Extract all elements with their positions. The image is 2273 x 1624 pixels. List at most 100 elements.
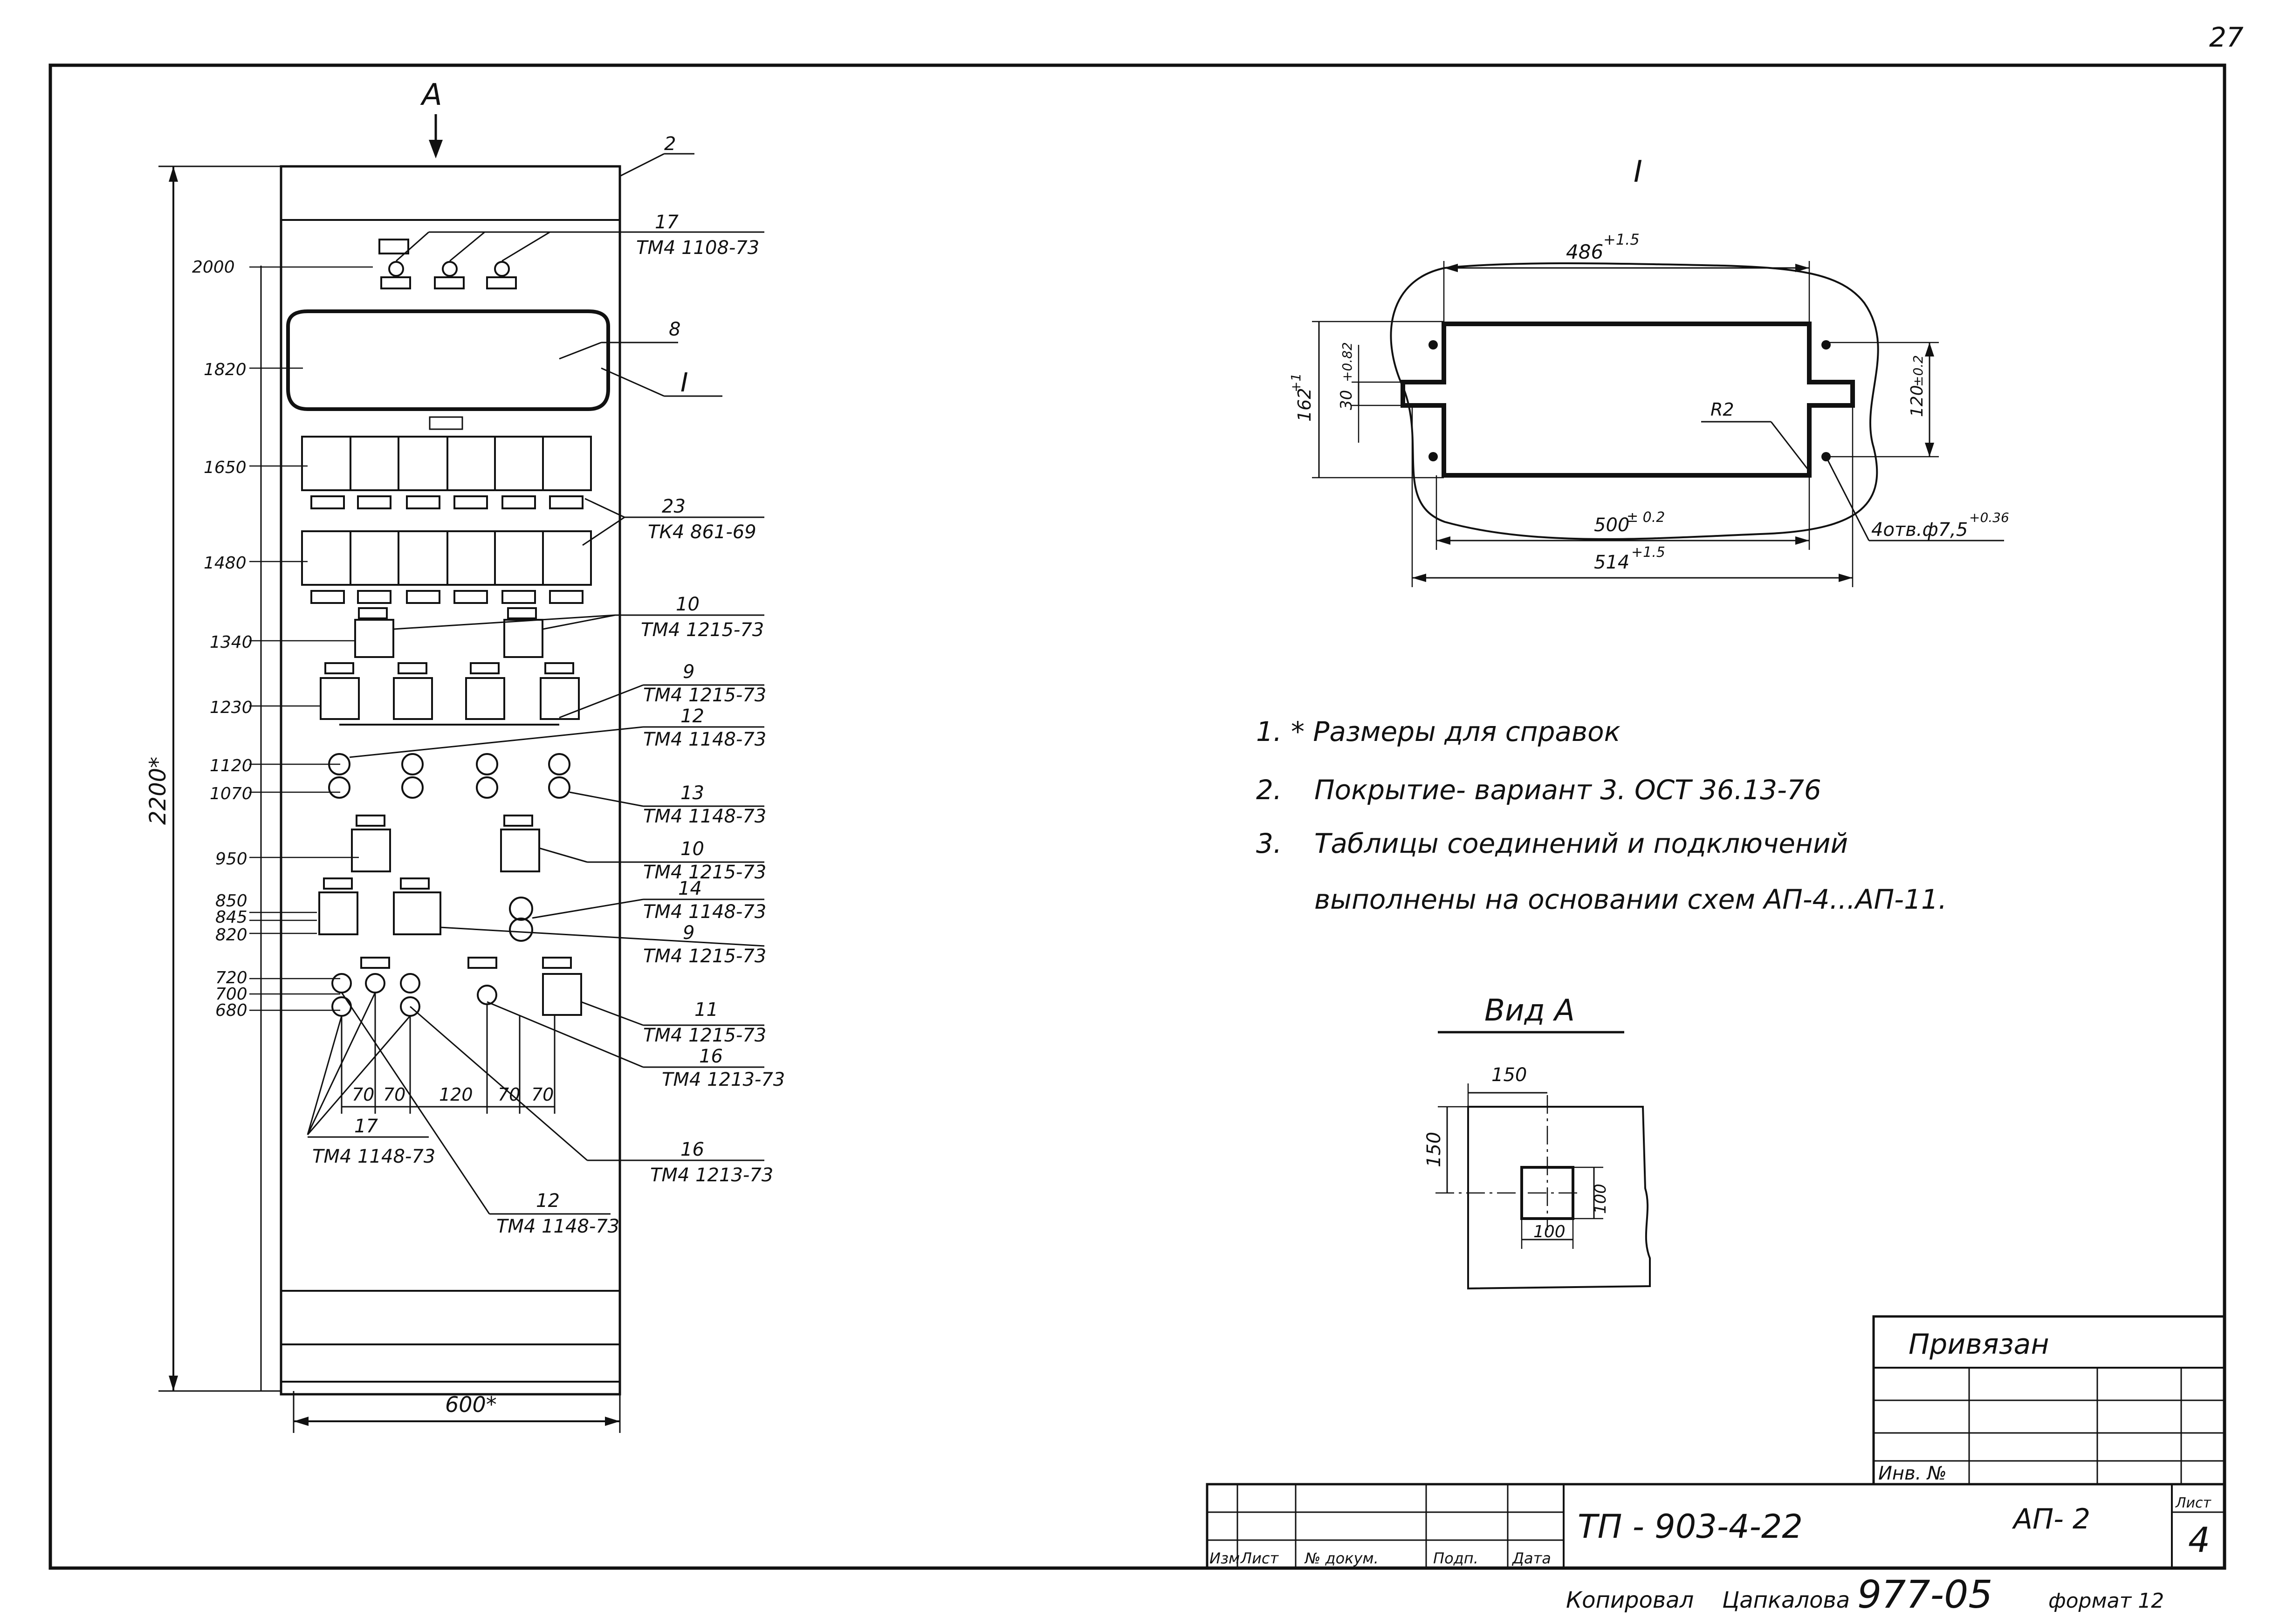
spacing-dim: 70 (531, 1084, 554, 1105)
callout-num: 12 (680, 706, 704, 727)
detail-i-title: I (1634, 155, 1642, 189)
footer-format: формат 12 (2048, 1589, 2164, 1613)
switch-group-lower (318, 815, 540, 942)
note-num: 2. (1256, 774, 1282, 806)
level-label: 820 (215, 925, 247, 945)
view-marker-a: A (420, 78, 442, 112)
callouts: 2 17 ТМ4 1108-73 8 I 23 ТК4 861-69 10 ТМ… (307, 133, 785, 1237)
dim-left: 162 (1294, 388, 1315, 422)
level-label: 720 (215, 968, 247, 987)
level-label: 1340 (210, 633, 253, 652)
dim-bottom1: 500 (1594, 514, 1629, 536)
privyazan-label: Привязан (1909, 1328, 2049, 1361)
callout-num: 10 (680, 838, 704, 860)
level-label: 845 (215, 908, 247, 927)
inv-label: Инв. № (1878, 1463, 1947, 1484)
title-block: Привязан Инв. № Изм Лист № докум. Подп. … (1206, 1315, 2226, 1569)
footer-name: Цапкалова (1722, 1587, 1850, 1613)
cabinet-front-view: A 2200* 600* 2000 1820 1650 1480 1340 12… (145, 78, 621, 1433)
view-a-title: Вид А (1484, 994, 1575, 1028)
callout-num: 16 (680, 1139, 704, 1160)
level-label: 1820 (204, 360, 247, 379)
detail-i-cutout (1401, 322, 1855, 478)
level-label: 680 (215, 1001, 247, 1020)
lamp-group-bottom (331, 957, 582, 1017)
sheet-frame (48, 63, 2226, 1570)
callout-spec: ТМ4 1108-73 (636, 237, 759, 259)
signal-lamps-top (378, 239, 517, 289)
sheet-code: АП- 2 (2012, 1503, 2090, 1535)
spacing-dim: 70 (498, 1084, 520, 1105)
col-list: Лист (1240, 1549, 1279, 1567)
dim-slot-tol: +0.82 (1339, 342, 1355, 382)
view-a-dim-w: 150 (1491, 1064, 1527, 1086)
doc-code: ТП - 903-4-22 (1578, 1508, 1803, 1546)
dim-slot: 30 (1337, 390, 1356, 410)
notes: 1. * Размеры для справок 2. Покрытие- ва… (1256, 716, 1947, 915)
switch-group (320, 607, 580, 726)
callout-num: 17 (354, 1116, 378, 1137)
lamp-group (328, 753, 570, 799)
height-dimension: 2200* (145, 757, 171, 825)
col-izm: Изм (1209, 1549, 1240, 1567)
detail-i-outline (1390, 262, 1879, 540)
col-data: Дата (1511, 1549, 1551, 1567)
callout-num: 23 (662, 496, 686, 517)
callout-spec: ТМ4 1148-73 (312, 1146, 435, 1167)
holes-tol: +0.36 (1969, 510, 2009, 525)
callout-spec: ТМ4 1148-73 (643, 901, 766, 923)
footer-copied: Копировал (1566, 1587, 1694, 1613)
callout-spec: ТМ4 1215-73 (643, 946, 766, 967)
note-text: Таблицы соединений и подключений (1314, 828, 1848, 859)
callout-num: 9 (683, 922, 694, 944)
note-text: Покрытие- вариант 3. ОСТ 36.13-76 (1314, 774, 1821, 806)
callout-num: 16 (699, 1046, 723, 1067)
callout-num: 8 (669, 319, 680, 340)
holes-label: 4отв.ф7,5 (1871, 519, 1968, 541)
dim-top-tol: +1.5 (1603, 231, 1640, 248)
view-a-dim-h: 150 (1423, 1132, 1445, 1167)
width-dimension: 600* (445, 1392, 497, 1417)
callout-num: 2 (664, 133, 676, 155)
view-a: Вид А 150 150 100 100 (1423, 994, 1651, 1290)
instrument-row (301, 436, 592, 604)
note-text: * Размеры для справок (1291, 716, 1621, 747)
col-doc: № докум. (1304, 1549, 1379, 1567)
callout-num: I (680, 368, 688, 398)
detail-i: I 486 +1.5 162 +1 30 +0.82 1 (1288, 155, 2009, 587)
callout-spec: ТМ4 1215-73 (643, 1025, 766, 1046)
sheet-label: Лист (2175, 1495, 2212, 1511)
level-labels: 2000 1820 1650 1480 1340 1230 1120 1070 … (192, 258, 253, 1020)
callout-num: 12 (536, 1190, 560, 1212)
callout-num: 13 (680, 782, 704, 804)
dim-left-tol: +1 (1288, 373, 1304, 392)
view-a-dim-sq-h: 100 (1591, 1184, 1610, 1214)
spacing-dim: 70 (383, 1084, 405, 1105)
note-num: 1. (1256, 716, 1282, 747)
level-label: 850 (215, 891, 247, 911)
level-label: 700 (215, 985, 247, 1004)
dim-right-tol: ±0.2 (1910, 355, 1926, 387)
dim-right: 120 (1908, 385, 1927, 417)
level-label: 950 (215, 850, 247, 869)
callout-num: 9 (683, 661, 694, 683)
dim-bottom1-tol: ± 0.2 (1627, 509, 1665, 526)
callout-spec: ТМ4 1215-73 (643, 685, 766, 706)
callout-spec: ТМ4 1213-73 (650, 1165, 773, 1186)
spacing-dim: 70 (352, 1084, 374, 1105)
note-text: выполнены на основании схем АП-4...АП-11… (1314, 884, 1947, 915)
callout-spec: ТМ4 1215-73 (641, 619, 764, 641)
callout-spec: ТМ4 1148-73 (496, 1216, 619, 1237)
radius-label: R2 (1710, 399, 1734, 420)
level-label: 2000 (192, 258, 235, 277)
view-a-dim-sq-w: 100 (1533, 1222, 1566, 1241)
dim-bottom2-tol: +1.5 (1631, 544, 1665, 561)
level-label: 1120 (210, 756, 253, 775)
callout-spec: ТМ4 1148-73 (643, 806, 766, 827)
callout-num: 11 (694, 999, 718, 1021)
callout-spec: ТМ4 1215-73 (643, 862, 766, 883)
callout-num: 14 (678, 878, 702, 899)
col-podp: Подп. (1433, 1549, 1478, 1567)
callout-spec: ТМ4 1148-73 (643, 729, 766, 750)
